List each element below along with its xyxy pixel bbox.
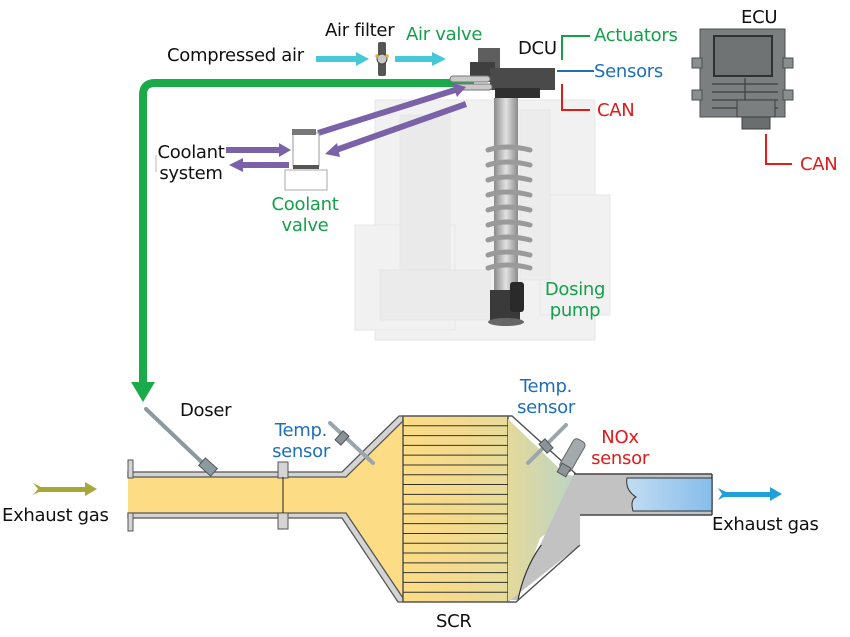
exhaust-out-arrow bbox=[718, 487, 782, 501]
exhaust-out-label: Exhaust gas bbox=[712, 514, 819, 535]
coolant-valve-label: Coolant valve bbox=[266, 194, 344, 236]
ecu-label: ECU bbox=[741, 7, 778, 28]
nox-sensor-icon bbox=[556, 438, 586, 478]
dcu-can-label: CAN bbox=[597, 100, 635, 121]
urea-tank bbox=[354, 99, 611, 341]
nox-sensor-label-line1: NOx bbox=[601, 427, 639, 448]
air-filter-icon bbox=[375, 42, 389, 76]
outlet-pipe bbox=[540, 473, 713, 545]
temp-sensor-2-label: Temp. sensor bbox=[510, 376, 582, 418]
coolant-out-arrow bbox=[241, 162, 289, 168]
air-arrow-2 bbox=[395, 52, 446, 66]
compressed-air-label: Compressed air bbox=[167, 45, 304, 66]
coolant-system-label: Coolant system bbox=[155, 142, 227, 184]
exhaust-in-label: Exhaust gas bbox=[2, 505, 109, 526]
coolant-to-dcu-arrow bbox=[317, 87, 456, 136]
urea-supply-line bbox=[131, 79, 474, 402]
coolant-from-dcu-arrow bbox=[334, 101, 468, 153]
coolant-system-label-line2: system bbox=[159, 163, 223, 184]
doser-label: Doser bbox=[180, 400, 232, 421]
doser-icon bbox=[144, 407, 218, 477]
temp-sensor-1-label-line2: sensor bbox=[272, 441, 330, 462]
dosing-pump-label-line1: Dosing bbox=[544, 279, 606, 300]
temp-sensor-2-label-line2: sensor bbox=[517, 397, 575, 418]
temp-sensor-2-label-line1: Temp. bbox=[519, 376, 573, 397]
dosing-pump-icon bbox=[485, 98, 533, 326]
urea-line-arrowhead bbox=[131, 382, 155, 402]
coolant-in-arrow bbox=[226, 147, 281, 153]
dcu-actuators-connector bbox=[561, 35, 590, 60]
ecu-can-label: CAN bbox=[800, 154, 838, 175]
coolant-valve-icon bbox=[284, 129, 328, 191]
scr-catalyst bbox=[402, 415, 509, 603]
air-arrow-1 bbox=[316, 52, 369, 66]
dcu-icon bbox=[449, 48, 555, 98]
temp-sensor-1-label-line1: Temp. bbox=[274, 420, 328, 441]
nox-sensor-label: NOx sensor bbox=[585, 427, 655, 469]
actuators-label: Actuators bbox=[594, 25, 678, 46]
dcu-label: DCU bbox=[518, 38, 557, 59]
dosing-pump-label-line2: pump bbox=[549, 300, 601, 321]
dosing-pump-label: Dosing pump bbox=[540, 279, 610, 321]
dcu-can-connector bbox=[561, 84, 590, 111]
air-valve-label: Air valve bbox=[406, 24, 483, 45]
clean-exhaust-cutaway bbox=[626, 477, 713, 512]
scr-label: SCR bbox=[436, 611, 472, 632]
exhaust-in-arrow bbox=[33, 482, 97, 496]
coolant-system-label-line1: Coolant bbox=[157, 142, 225, 163]
scr-channels bbox=[403, 425, 508, 593]
ecu-icon bbox=[691, 28, 794, 130]
coolant-valve-label-line2: valve bbox=[281, 215, 329, 236]
coolant-valve-label-line1: Coolant bbox=[271, 194, 339, 215]
temp-sensor-1-icon bbox=[328, 421, 375, 465]
coolant-arrows bbox=[226, 83, 468, 172]
ecu-can-connector bbox=[765, 134, 792, 165]
air-filter-label: Air filter bbox=[325, 20, 395, 41]
temp-sensor-2-icon bbox=[526, 423, 568, 465]
sensors-label: Sensors bbox=[594, 61, 663, 82]
temp-sensor-1-label: Temp. sensor bbox=[266, 420, 336, 462]
nox-sensor-label-line2: sensor bbox=[591, 448, 649, 469]
